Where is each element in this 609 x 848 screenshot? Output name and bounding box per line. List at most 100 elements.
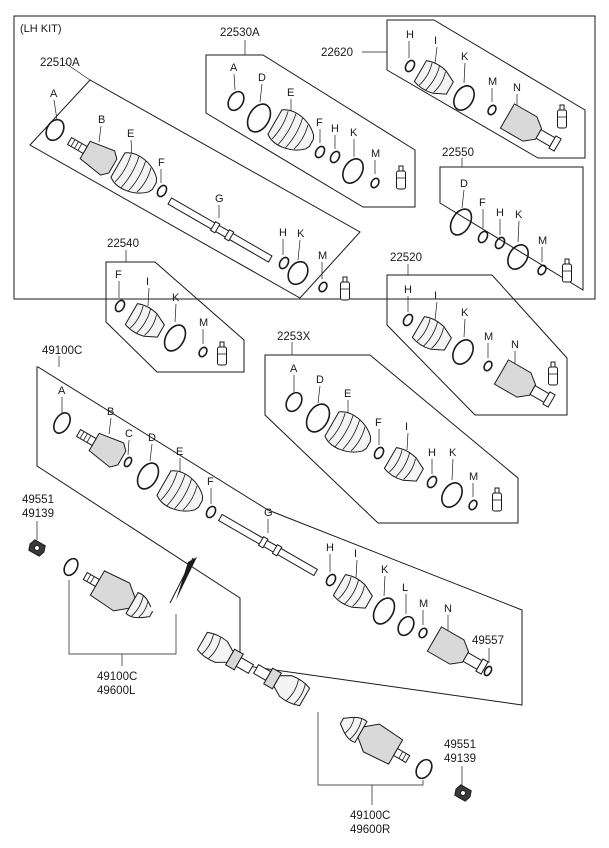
inner-boot-I [331,572,377,615]
leader-line [451,458,454,481]
group-22510A-frame [29,79,361,299]
label-D: D [148,432,156,444]
label-M: M [318,250,327,262]
group-22550-frame [439,166,584,291]
clamp-ring-K [287,260,309,286]
ring-D [246,103,272,133]
inner-boot-I [410,314,456,357]
leader-line [434,46,438,65]
ring-D [305,403,331,433]
grease-tube [396,165,406,190]
hub-nut-left [28,539,46,557]
label-A: A [58,385,66,397]
label-H: H [326,542,334,554]
group-22530A-number: 22530A [220,27,260,39]
clamp-ring-K [163,324,187,352]
label-F: F [479,197,486,209]
clip-M [487,104,497,116]
group-22540-number: 22540 [107,238,139,250]
label-M: M [469,471,478,483]
label-K: K [449,447,457,459]
label-E: E [127,128,134,140]
label-K: K [461,51,469,63]
clamp-ring-K [372,597,396,625]
group-22530A-frame [205,54,416,208]
group-2253X-frame [264,354,519,524]
washer-right [415,758,433,780]
label-F: F [158,157,165,169]
label-N: N [513,82,521,94]
label-F: F [115,269,122,281]
clamp-ring-A [53,412,71,434]
label-H: H [406,29,414,41]
label-M: M [488,76,497,88]
clamp-ring-A [45,118,65,142]
clamp-H [329,150,341,164]
washer-left [63,557,79,577]
clamp-H [494,236,506,250]
lh-kit-label: (LH KIT) [20,23,62,35]
clamp-ring-A [227,90,245,112]
clamp-ring-A [285,391,303,413]
label-H: H [428,447,436,459]
group-22620-number: 22620 [321,47,353,59]
leader-line [383,575,386,597]
ring-D [449,208,473,236]
group-22520-frame [386,274,568,416]
clip-M [537,264,547,276]
group-49100C-number: 49100C [42,345,82,357]
label-M: M [538,235,547,247]
clip-M [198,346,208,358]
clip-M [468,499,478,511]
group-22620: 22620 H I K M N [321,19,586,159]
label-A: A [50,88,58,100]
label-G: G [264,507,273,519]
leader-line [53,99,58,121]
callout-49557: 49557 [472,635,504,647]
outer-cv-joint-right [339,716,411,765]
label-M: M [484,331,493,343]
clamp-ring-K [441,482,463,508]
clamp-F [477,230,489,244]
group-49100C: 49100C A B C D E F G H I K [36,345,523,706]
group-22520-number: 22520 [390,252,422,264]
clamp-H [426,475,438,489]
label-H: H [404,284,412,296]
label-L: L [402,582,408,594]
callout-49551-left: 49551 [22,494,54,506]
leader-line [355,559,358,579]
clamp-ring-K [453,85,475,111]
label-K: K [172,292,180,304]
label-A: A [230,62,238,74]
label-E: E [287,87,294,99]
leader-line [463,62,466,84]
grease-tube [548,361,558,386]
grease-tube [217,341,227,366]
break-mark [176,557,197,600]
group-22550-number: 22550 [442,147,474,159]
label-I: I [434,35,437,47]
callout-49600R: 49600R [350,824,390,836]
label-E: E [176,446,183,458]
label-B: B [107,406,114,418]
leader-line [147,287,150,307]
label-D: D [258,72,266,84]
shaft-G [167,197,273,263]
label-C: C [125,428,133,440]
label-K: K [461,307,469,319]
leader-line [461,189,465,209]
leader-line [64,62,91,81]
outer-cv-joint-B [71,420,130,471]
group-2253X-number: 2253X [277,331,311,343]
grease-tube [562,258,572,283]
drive-shaft-assembly: 49551 49139 [22,494,504,836]
leader-line [434,301,438,321]
boot-E [154,466,211,521]
label-D: D [316,374,324,386]
grease-tube [340,276,350,301]
leader-line [98,125,102,143]
label-N: N [444,603,452,615]
label-M: M [419,598,428,610]
lh-kit-frame [13,15,596,300]
clip-M [418,627,428,639]
